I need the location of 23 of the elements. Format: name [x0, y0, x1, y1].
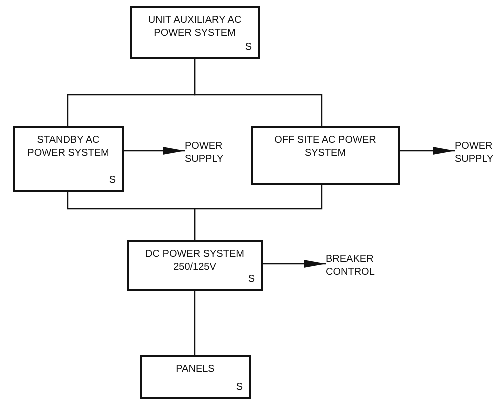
output-label: POWER SUPPLY — [455, 140, 495, 166]
output-label: BREAKER CONTROL — [326, 253, 376, 279]
box-label: STANDBY AC POWER SYSTEM — [26, 134, 110, 160]
arrow — [124, 147, 185, 155]
marker-letter: S — [248, 274, 255, 286]
output-label: POWER SUPPLY — [185, 140, 225, 166]
box-label: UNIT AUXILIARY AC POWER SYSTEM — [147, 14, 243, 40]
system-box — [251, 126, 400, 185]
marker-letter: S — [236, 382, 243, 394]
marker-letter: S — [109, 175, 116, 187]
arrow — [263, 260, 326, 268]
connector-line — [194, 59, 323, 126]
arrow — [400, 147, 455, 155]
box-label: DC POWER SYSTEM 250/125V — [144, 248, 246, 274]
system-box — [13, 126, 124, 192]
box-label: PANELS — [175, 363, 216, 376]
system-box — [127, 240, 263, 291]
marker-letter: S — [245, 42, 252, 54]
system-box — [130, 6, 260, 59]
system-box — [140, 355, 251, 399]
connector-line — [194, 291, 196, 355]
box-label: OFF SITE AC POWER SYSTEM — [274, 134, 378, 160]
connector-line — [194, 185, 323, 240]
